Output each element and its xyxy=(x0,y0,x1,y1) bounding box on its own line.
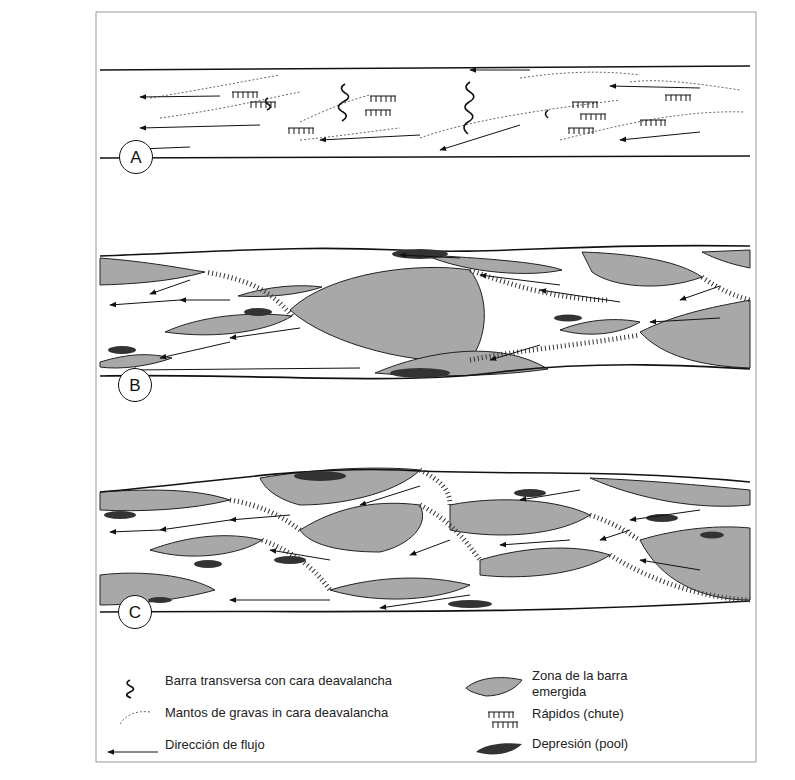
panel-letter-circle: A xyxy=(119,140,153,174)
panel-letter: C xyxy=(129,604,141,621)
panel-b-channel xyxy=(100,246,750,379)
legend-label: Mantos de gravas in cara deavalancha xyxy=(165,705,445,721)
panel-letter: B xyxy=(129,377,140,394)
panel-letter: A xyxy=(130,149,141,166)
legend-label: Rápidos (chute) xyxy=(532,706,732,722)
legend-samples xyxy=(108,678,522,755)
panel-letter-circle: C xyxy=(118,595,152,629)
panel-c-channel xyxy=(100,468,750,612)
legend-label: Barra transversa con cara deavalancha xyxy=(165,673,445,689)
frame xyxy=(96,12,756,762)
legend-label: Dirección de flujo xyxy=(165,737,445,753)
legend-label: Depresión (pool) xyxy=(532,736,732,752)
legend-label: Zona de la barra emergida xyxy=(532,668,652,699)
panel-a-channel xyxy=(100,66,750,158)
panel-letter-circle: B xyxy=(118,368,152,402)
